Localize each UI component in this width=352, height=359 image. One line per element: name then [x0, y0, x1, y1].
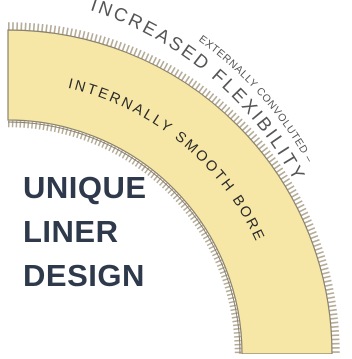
- outer-corrugation: [7, 22, 340, 355]
- headline-line-design: DESIGN: [23, 258, 145, 293]
- liner-inner-edge-line: [7, 121, 241, 355]
- headline-line-unique: UNIQUE: [23, 170, 147, 205]
- headline-line-liner: LINER: [23, 214, 119, 249]
- inner-corrugation: [7, 120, 242, 355]
- liner-band: [7, 29, 333, 355]
